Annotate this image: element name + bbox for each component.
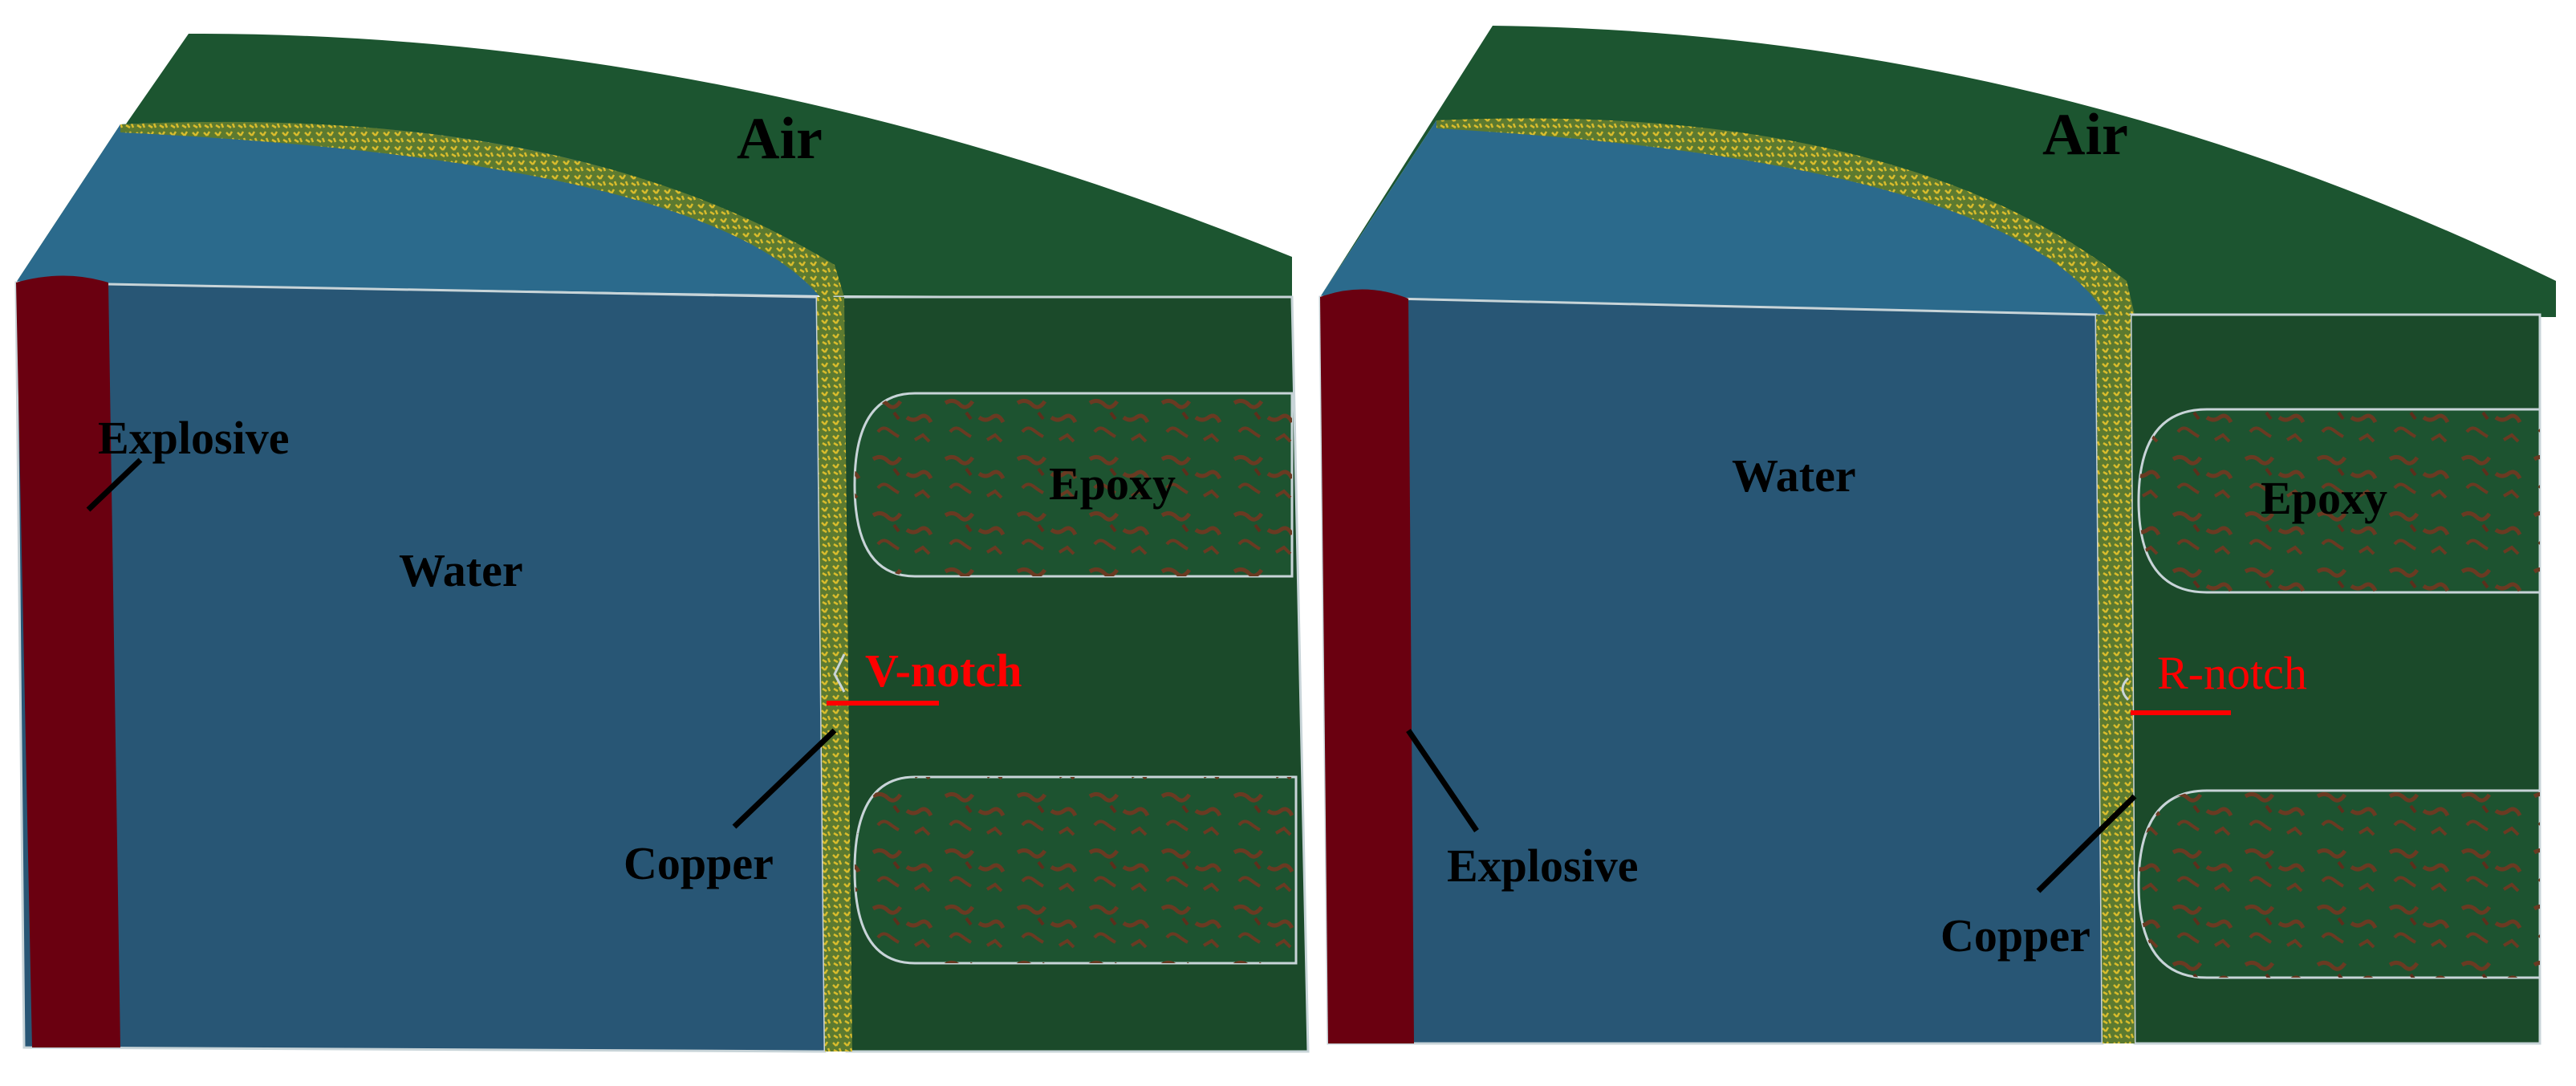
- water-label: Water: [1732, 449, 1856, 502]
- r-notch-label: R-notch: [2157, 647, 2307, 699]
- air-label: Air: [2042, 102, 2128, 168]
- epoxy-label: Epoxy: [2261, 472, 2387, 524]
- epoxy-block-lower-texture: [855, 777, 1296, 963]
- copper-leader-line: [732, 728, 837, 829]
- epoxy-block-upper-texture: [2139, 409, 2540, 592]
- water-top-face: [16, 122, 823, 295]
- explosive-leader-line: [86, 458, 143, 512]
- water-top-face: [1320, 119, 2111, 315]
- panel-r-notch: Air Explosive Water Epoxy R-notch Copper: [1318, 26, 2556, 1045]
- air-top-face: [1320, 26, 2556, 317]
- epoxy-label: Epoxy: [1049, 458, 1176, 510]
- copper-side-strip: [2096, 315, 2135, 1043]
- copper-label: Copper: [624, 837, 774, 889]
- copper-leader-line: [2036, 794, 2137, 893]
- r-notch-shape: [2121, 677, 2130, 702]
- epoxy-block-upper-texture: [855, 393, 1292, 576]
- water-label: Water: [399, 544, 523, 596]
- epoxy-block-lower-texture: [2139, 791, 2540, 978]
- panel-v-notch: Air Explosive Water Epoxy V-notch Copper: [14, 33, 1310, 1053]
- explosive-leader-line: [1406, 729, 1479, 832]
- explosive-column: [1320, 289, 1414, 1043]
- explosive-label: Explosive: [98, 412, 290, 464]
- v-notch-label: V-notch: [865, 645, 1022, 697]
- air-label: Air: [737, 106, 823, 172]
- copper-label: Copper: [1940, 909, 2090, 962]
- air-top-face: [16, 33, 1292, 298]
- copper-top-strip: [120, 121, 844, 297]
- v-notch-shape: [833, 653, 846, 693]
- explosive-column: [16, 275, 120, 1047]
- copper-top-strip: [1436, 118, 2135, 315]
- explosive-label: Explosive: [1447, 840, 1639, 892]
- water-side-face: [14, 281, 827, 1053]
